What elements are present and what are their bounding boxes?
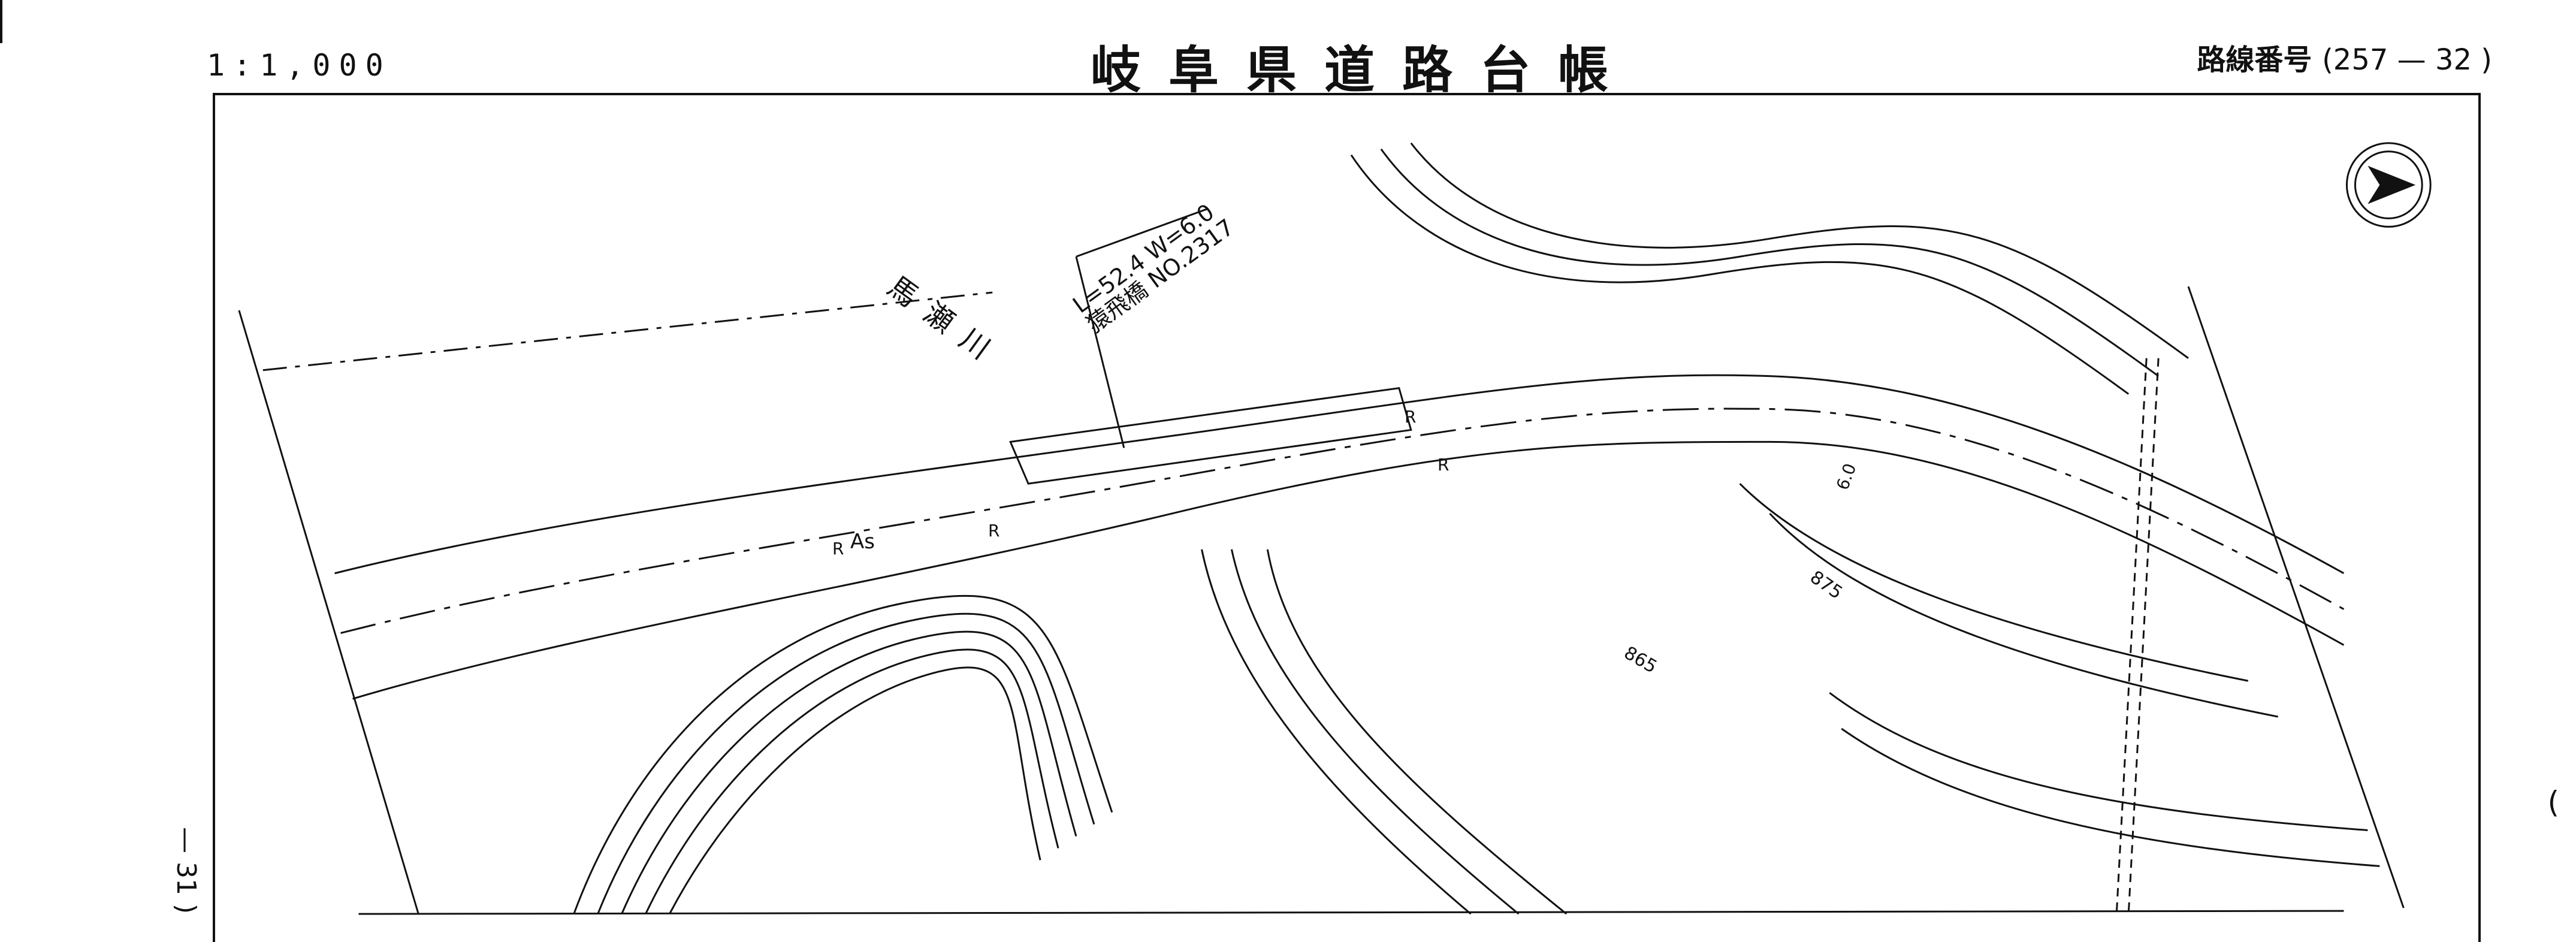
contour-line — [1266, 549, 1568, 915]
retaining-wall-label: R — [1405, 407, 1417, 427]
map-bottom-line — [358, 910, 2344, 915]
contour-line — [1230, 549, 1520, 915]
road-edge-upper — [334, 374, 2345, 575]
contour-line — [1829, 692, 2368, 832]
retaining-wall-label: R — [1438, 455, 1449, 475]
contour-line — [645, 648, 1059, 914]
route-number-prefix: 路線番号 — [2197, 43, 2312, 77]
route-number-value: (257 — 32 ) — [2322, 43, 2492, 77]
north-arrow-inner — [2354, 150, 2423, 219]
contour-line — [621, 630, 1077, 914]
pipe-line — [2127, 358, 2160, 914]
surface-label: As — [850, 530, 875, 554]
document-title: 岐阜県道路台帳 — [1091, 40, 1636, 99]
map-frame: 馬瀬川 L=52.4 W=6.0 猿飛橋 NO.2317 As 865 875 … — [213, 93, 2481, 942]
contour-line — [1769, 513, 2279, 718]
contour-line — [1410, 142, 2189, 359]
contour-line — [1201, 549, 1472, 915]
page-number-left: — 31 ) — [171, 827, 201, 914]
retaining-wall-label: R — [988, 521, 1000, 541]
road-map-drawing — [238, 142, 2432, 915]
contour-line — [1350, 154, 2130, 395]
contour-line — [1380, 148, 2160, 377]
north-arrow-outer — [2345, 142, 2432, 228]
contour-line — [1739, 483, 2249, 682]
route-number: 路線番号 (257 — 32 ) — [2197, 36, 2492, 78]
contour-line — [597, 612, 1095, 914]
contour-line — [669, 666, 1041, 914]
road-edge-lower — [352, 440, 2345, 700]
map-boundary-left — [238, 310, 419, 914]
river-bank — [262, 291, 993, 372]
road-centerline — [340, 407, 2345, 634]
contour-line — [573, 594, 1113, 914]
north-arrow-head — [2367, 165, 2416, 204]
bridge-leader — [1075, 208, 1209, 448]
page-marker-right-bar — [0, 0, 2, 43]
retaining-wall-label: R — [832, 539, 844, 558]
scale-label: 1:1,000 — [207, 48, 392, 83]
bridge-deck — [1009, 387, 1412, 485]
contour-line — [1841, 727, 2380, 867]
map-boundary-right — [2187, 286, 2405, 908]
pipe-line — [2115, 358, 2148, 914]
page-marker-right: ( — [2547, 785, 2559, 820]
